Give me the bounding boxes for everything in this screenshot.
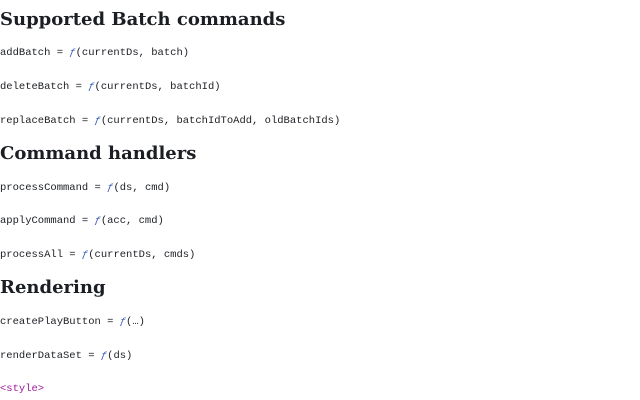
cell-args: (ds, cmd): [113, 182, 171, 194]
function-icon: ƒ: [94, 115, 101, 127]
function-icon: ƒ: [100, 350, 108, 362]
cell-name: processCommand =: [0, 182, 108, 194]
cell-args: (ds): [107, 350, 133, 362]
cell-name: addBatch =: [0, 47, 70, 59]
function-icon: ƒ: [119, 316, 127, 328]
section-title-rendering: Rendering: [0, 277, 106, 298]
cell-name: deleteBatch =: [0, 81, 89, 93]
section-title-command-handlers: Command handlers: [0, 143, 197, 164]
cell-process-command[interactable]: processCommand = ƒ(ds, cmd): [0, 181, 170, 195]
function-icon: ƒ: [94, 215, 101, 227]
cell-args: (currentDs, batchIdToAdd, oldBatchIds): [100, 115, 341, 127]
cell-name: processAll =: [0, 249, 82, 261]
cell-create-play-button[interactable]: createPlayButton = ƒ(…): [0, 315, 145, 329]
function-icon: ƒ: [69, 47, 76, 59]
cell-args: (acc, cmd): [100, 215, 164, 227]
cell-add-batch[interactable]: addBatch = ƒ(currentDs, batch): [0, 46, 189, 60]
cell-render-data-set[interactable]: renderDataSet = ƒ(ds): [0, 349, 132, 363]
cell-apply-command[interactable]: applyCommand = ƒ(acc, cmd): [0, 214, 164, 228]
cell-delete-batch[interactable]: deleteBatch = ƒ(currentDs, batchId): [0, 80, 221, 94]
cell-replace-batch[interactable]: replaceBatch = ƒ(currentDs, batchIdToAdd…: [0, 114, 340, 128]
section-title-batch-commands: Supported Batch commands: [0, 9, 286, 30]
cell-style-tag[interactable]: <style>: [0, 383, 45, 395]
cell-args: (…): [126, 316, 145, 328]
cell-name: applyCommand =: [0, 215, 95, 227]
function-icon: ƒ: [88, 81, 95, 93]
cell-args: (currentDs, batch): [75, 47, 190, 59]
cell-name: renderDataSet =: [0, 350, 101, 362]
cell-process-all[interactable]: processAll = ƒ(currentDs, cmds): [0, 248, 195, 262]
cell-name: replaceBatch =: [0, 115, 95, 127]
cell-args: (currentDs, cmds): [88, 249, 196, 261]
cell-args: (currentDs, batchId): [94, 81, 221, 93]
cell-name: createPlayButton =: [0, 316, 120, 328]
function-icon: ƒ: [107, 182, 114, 194]
function-icon: ƒ: [81, 249, 89, 261]
